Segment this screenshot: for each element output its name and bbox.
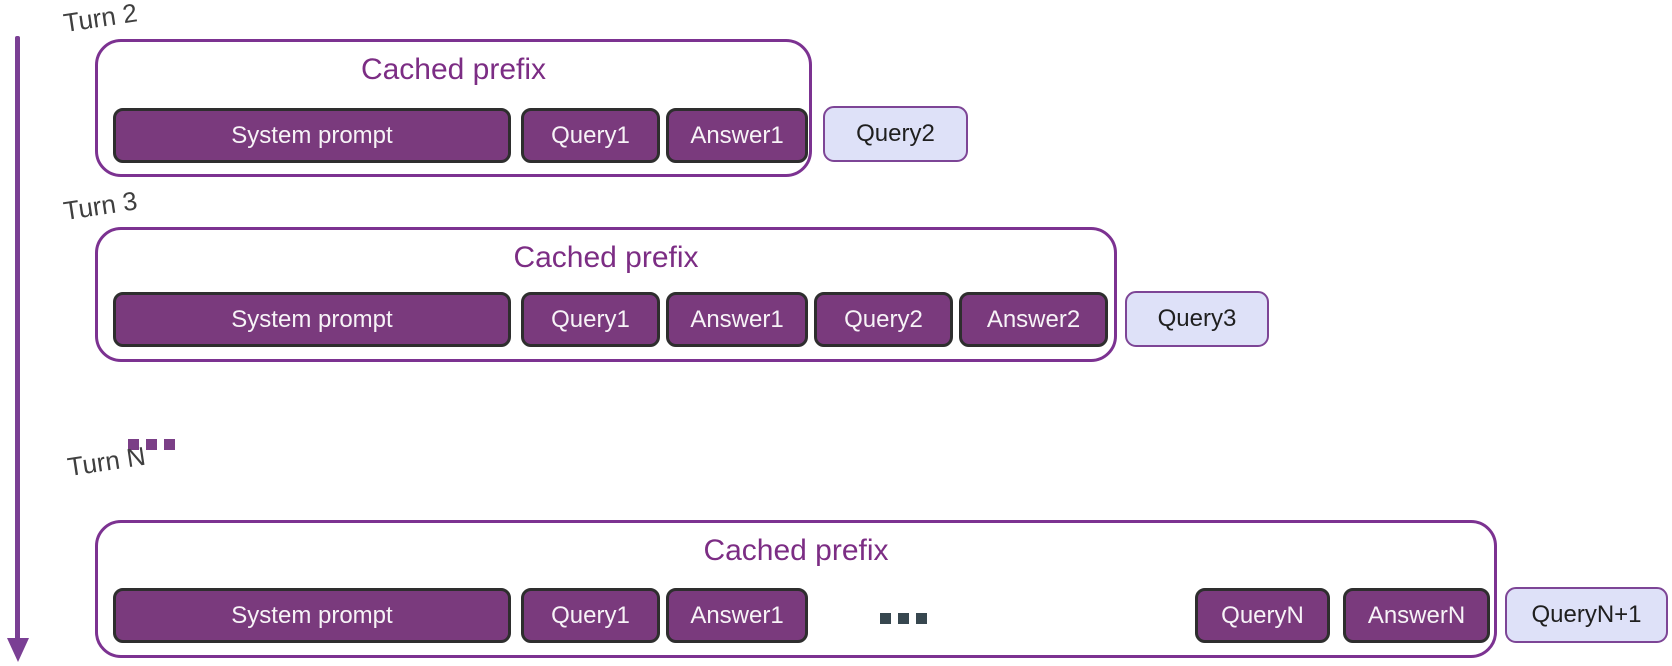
system-prompt-pill: System prompt [113,588,511,643]
hidden-turns-ellipsis-icon [880,613,927,624]
cached-prefix-box-turn-n: Cached prefix System prompt Query1 Answe… [95,520,1497,658]
turn-n-label: Turn N [65,440,148,483]
cached-prefix-title: Cached prefix [513,241,699,274]
answer2-pill: Answer2 [959,292,1108,347]
answer1-pill: Answer1 [666,588,808,643]
new-query2-pill: Query2 [823,106,968,162]
cached-prefix-title: Cached prefix [360,53,547,86]
cached-prefix-title: Cached prefix [703,534,889,567]
answer1-pill: Answer1 [666,108,808,163]
query1-pill: Query1 [521,292,660,347]
timeline-arrow-line [15,36,20,640]
answern-pill: AnswerN [1343,588,1490,643]
new-query3-pill: Query3 [1125,291,1269,347]
cached-prefix-box-turn-3: Cached prefix System prompt Query1 Answe… [95,227,1117,362]
system-prompt-pill: System prompt [113,292,511,347]
query2-pill: Query2 [814,292,953,347]
turn-2-label: Turn 2 [61,0,140,39]
new-queryn1-pill: QueryN+1 [1505,587,1668,643]
cached-prefix-box-turn-2: Cached prefix System prompt Query1 Answe… [95,39,812,177]
rows-ellipsis-icon [128,439,175,450]
system-prompt-pill: System prompt [113,108,511,163]
query1-pill: Query1 [521,108,660,163]
timeline-arrow-head-icon [7,638,29,662]
turn-3-label: Turn 3 [61,185,140,227]
query1-pill: Query1 [521,588,660,643]
answer1-pill: Answer1 [666,292,808,347]
queryn-pill: QueryN [1195,588,1330,643]
